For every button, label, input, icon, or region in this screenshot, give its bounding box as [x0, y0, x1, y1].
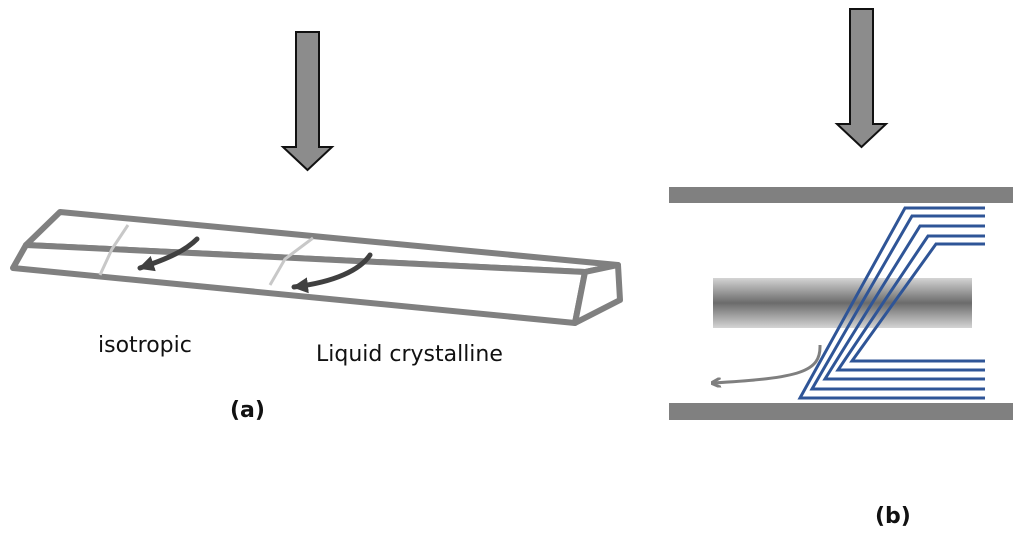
layer-line [822, 224, 985, 381]
bottom-plate [669, 403, 1013, 420]
layer-line [849, 242, 985, 363]
label-liquid-crystalline: Liquid crystalline [316, 342, 503, 367]
smectic-layers [797, 206, 985, 400]
panel-a: isotropic Liquid crystalline (a) [10, 31, 623, 423]
layer-line [809, 214, 985, 391]
layer-line [797, 206, 985, 400]
panel-b: (b) [669, 8, 1013, 529]
layer-line [835, 234, 985, 372]
slab-end-face [572, 262, 623, 326]
label-isotropic: isotropic [98, 333, 192, 358]
down-arrow-icon [280, 31, 335, 172]
caption-b: (b) [875, 504, 911, 529]
rotation-arrow-left-icon [137, 236, 200, 272]
caption-a: (a) [230, 398, 265, 423]
rotation-arrow-right-icon [291, 252, 373, 294]
down-arrow-icon-b [834, 8, 889, 149]
flow-arrow-icon [713, 344, 822, 383]
top-plate [669, 187, 1013, 203]
section-line-left [98, 224, 130, 276]
section-line-right [268, 236, 314, 286]
sample-slab [10, 209, 623, 326]
